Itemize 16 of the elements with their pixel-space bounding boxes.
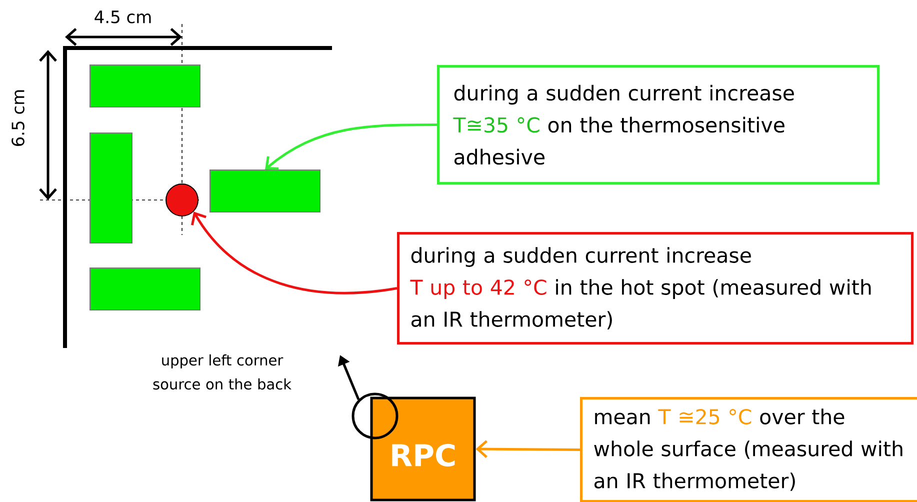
note-text: upper left corner source on the back xyxy=(153,354,292,390)
text-box: mean T ≅25 °C over the whole surface (measured with an IR thermometer) xyxy=(580,397,917,502)
dimension-label: 6.5 cm xyxy=(12,90,24,146)
dimension-label: 4.5 cm xyxy=(94,10,151,24)
text-box: during a sudden current increase T≅35 °C on the thermosensitive adhesive xyxy=(437,65,880,184)
text-box: during a sudden current increase T up to 42 °C in the hot spot (measured with an IR thermometer) xyxy=(397,232,914,344)
arrow xyxy=(190,212,398,294)
pad-rectangle xyxy=(90,64,200,108)
pad-rectangle xyxy=(90,268,200,310)
pad-rectangle xyxy=(90,132,132,244)
rpc-box: RPC xyxy=(370,396,476,502)
corner-circle xyxy=(352,392,398,440)
arrow xyxy=(476,440,580,458)
pad-rectangle xyxy=(210,170,320,212)
arrow xyxy=(265,124,437,170)
hot-spot-circle xyxy=(166,184,198,216)
